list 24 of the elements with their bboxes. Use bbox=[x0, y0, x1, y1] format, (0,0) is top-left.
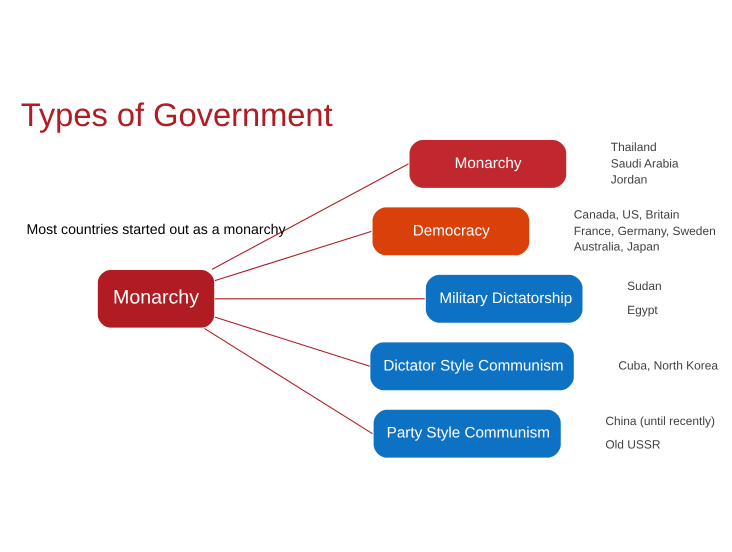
node-label: Saudi Arabia bbox=[610, 156, 679, 170]
connector bbox=[212, 162, 409, 270]
node-label: Sudan bbox=[627, 278, 662, 292]
label: Most countries started out as a monarchy bbox=[26, 220, 286, 236]
node-box: Monarchy bbox=[96, 268, 216, 328]
node-label: Thailand bbox=[610, 140, 657, 154]
node-label: Egypt bbox=[627, 302, 658, 316]
node-label: France, Germany, Sweden bbox=[574, 223, 716, 238]
connector bbox=[214, 298, 425, 299]
node-box: Monarchy bbox=[410, 139, 566, 188]
connector bbox=[214, 230, 372, 281]
node-label: Cuba, North Korea bbox=[618, 358, 718, 372]
node-box: Dictator Style Communism bbox=[370, 342, 574, 390]
node-box: Party Style Communism bbox=[374, 409, 561, 458]
node-box: Democracy bbox=[372, 206, 530, 255]
diagram-title: Types of Government bbox=[20, 95, 333, 132]
connector bbox=[204, 327, 373, 434]
node-label: Canada, US, Britain bbox=[574, 207, 680, 222]
node-label: China (until recently) bbox=[605, 413, 715, 428]
node-label: Old USSR bbox=[605, 437, 660, 452]
node-box: Military Dictatorship bbox=[426, 274, 582, 322]
node-label: Jordan bbox=[610, 172, 648, 186]
connector bbox=[214, 316, 370, 366]
node-label: Australia, Japan bbox=[574, 239, 660, 254]
